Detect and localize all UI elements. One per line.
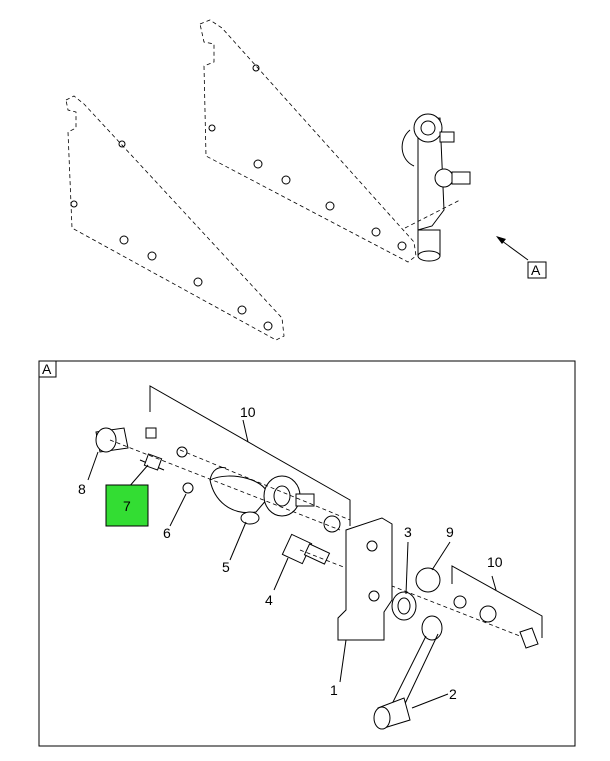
right-bracket-holes xyxy=(208,64,407,251)
part-1-bracket xyxy=(337,517,393,641)
part-8-spacer xyxy=(95,427,129,453)
overview-assembly: A xyxy=(65,19,547,341)
callout-6: 6 xyxy=(163,525,171,541)
callout-4: 4 xyxy=(265,592,273,608)
callout-2: 2 xyxy=(449,686,457,702)
part-9-washer xyxy=(415,567,441,593)
part-7-screw xyxy=(139,453,165,471)
callout-3: 3 xyxy=(404,524,412,540)
overview-switch-assembly xyxy=(401,113,471,262)
detail-corner-box xyxy=(38,360,57,378)
callout-8: 8 xyxy=(78,481,86,497)
callout-7-highlight[interactable] xyxy=(105,484,149,527)
part-5-switch xyxy=(209,467,315,525)
kit-bracket-top xyxy=(149,385,351,526)
callout-labels: 10 8 7 6 5 4 3 9 10 1 2 xyxy=(78,404,503,702)
detail-frame xyxy=(38,360,576,747)
callout-5: 5 xyxy=(222,559,230,575)
detail-parts xyxy=(87,385,543,730)
view-a-arrow: A xyxy=(496,236,547,279)
part-2-cap xyxy=(373,615,443,730)
callout-7[interactable]: 7 xyxy=(123,498,131,514)
view-a-label: A xyxy=(531,262,541,278)
detail-view-label: A xyxy=(42,361,52,377)
kit-bracket-right xyxy=(451,565,543,638)
part-3-grommet xyxy=(391,591,417,621)
part-6-washer xyxy=(182,482,194,494)
callout-10-top: 10 xyxy=(240,404,256,420)
right-bracket-plate xyxy=(199,19,417,263)
callout-1: 1 xyxy=(330,682,338,698)
callout-10-right: 10 xyxy=(487,554,503,570)
part-4-connector xyxy=(281,533,331,565)
left-bracket-holes xyxy=(70,140,273,331)
left-bracket-plate xyxy=(65,95,285,341)
callout-9: 9 xyxy=(446,524,454,540)
